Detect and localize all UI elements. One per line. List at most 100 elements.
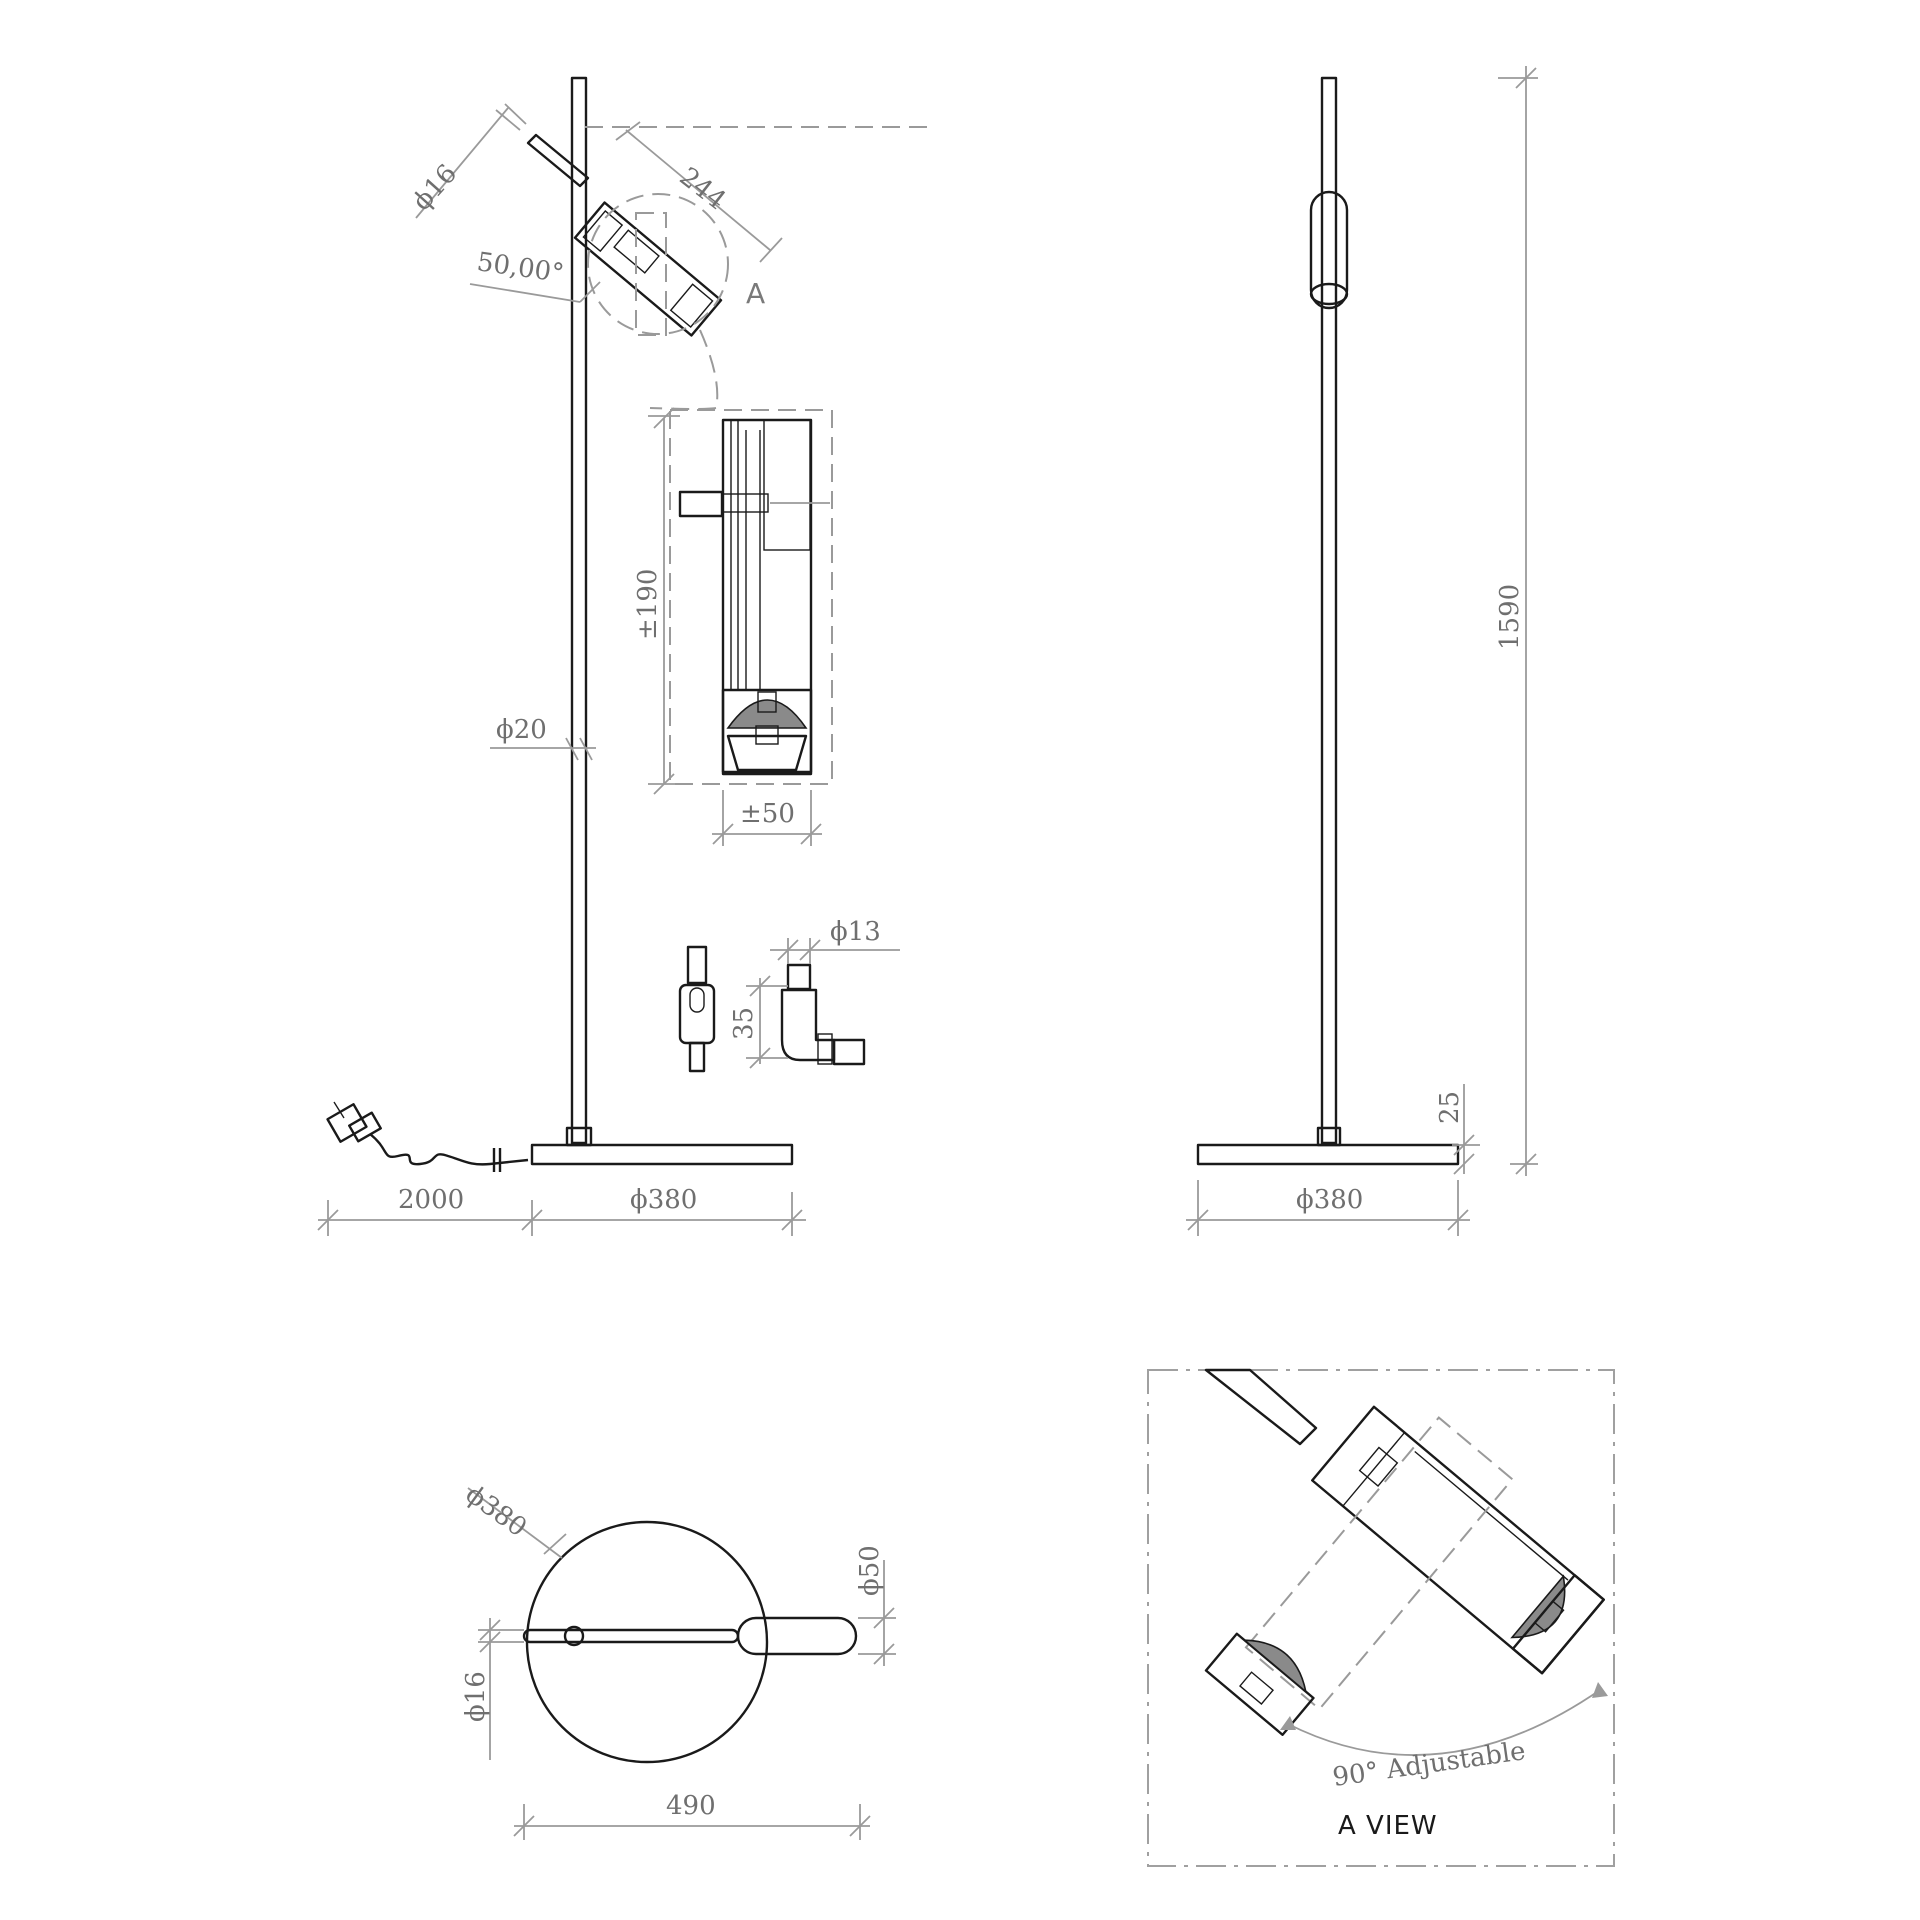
dim-text-base-top: ϕ380 [460, 1479, 532, 1543]
front-lamp-head [573, 201, 723, 337]
dim-tick [317, 1209, 339, 1231]
side-stem [1320, 76, 1338, 1145]
dim-tick [521, 1209, 543, 1231]
dim-tick [615, 121, 641, 141]
dim-text-stem-diameter: ϕ20 [496, 715, 547, 745]
dim-tick [777, 939, 799, 961]
dim-tick [1447, 1209, 1469, 1231]
a-view-head-lower [1244, 1416, 1514, 1711]
dim-text-cable-length: 2000 [398, 1185, 464, 1215]
detail-frame [669, 409, 833, 785]
dim-text-joint-height: 35 [729, 1007, 759, 1040]
power-plug-icon [326, 1101, 382, 1143]
front-base-plate [530, 1143, 794, 1166]
dim-line-angle-ref [579, 281, 601, 303]
dim-text-tube-diameter: ϕ16 [407, 159, 463, 217]
dim-text-head-diameter: ϕ50 [855, 1545, 885, 1596]
dim-tick [712, 823, 734, 845]
side-base-plate [1196, 1143, 1460, 1166]
joint-elbow-thread [786, 963, 812, 991]
detail-head: ±190 ±50 [633, 407, 833, 846]
dim-tick [873, 1607, 895, 1629]
joint-elbow-pin [832, 1038, 866, 1066]
a-view: 90° Adjustable A VIEW [1147, 1368, 1615, 1867]
dim-line-angle [469, 283, 581, 303]
dim-tick [543, 1533, 567, 1555]
dim-tick [749, 975, 771, 997]
dim-tick [849, 1815, 871, 1837]
dim-tick [495, 109, 521, 131]
front-lamp-head-ghost [635, 212, 667, 336]
dim-tick [1453, 1153, 1475, 1175]
dim-tick [1187, 1209, 1209, 1231]
dim-tick [781, 1209, 803, 1231]
a-view-adjust-arc [1287, 1689, 1601, 1756]
arrow-left-icon [1280, 1716, 1296, 1730]
a-view-frame [1147, 1369, 1615, 1867]
dim-text-base-front: ϕ380 [630, 1185, 697, 1215]
dim-tick [749, 1047, 771, 1069]
dim-tick [653, 407, 675, 429]
front-arm-rod [526, 133, 590, 188]
dim-tick [565, 737, 579, 761]
dim-tick [759, 237, 783, 263]
detail-circle-a [587, 193, 729, 335]
a-view-adjust-note: 90° Adjustable [1331, 1736, 1528, 1793]
detail-reflector [726, 699, 808, 729]
a-view-arm-rod [1204, 1368, 1318, 1446]
side-lamp-lens [1309, 282, 1349, 306]
dim-tick [504, 103, 527, 125]
dim-tick [579, 737, 593, 761]
dim-text-travel-horizontal: ±50 [740, 799, 795, 829]
dim-text-head-length: 244 [674, 162, 732, 216]
side-lamp-head [1309, 190, 1349, 310]
dim-tick [513, 1815, 535, 1837]
dim-tick [653, 773, 675, 795]
top-arm-tube [522, 1628, 740, 1644]
detail-mount-bolt [678, 490, 724, 518]
top-lamp-head [736, 1616, 858, 1656]
detail-mount-shaft [721, 493, 769, 513]
joint-straight-thread [686, 945, 708, 985]
dim-text-angle: 50,00° [475, 247, 566, 289]
dim-text-arm-tube: ϕ16 [461, 1671, 491, 1722]
dim-line-base-top [467, 1487, 563, 1559]
dim-text-base-height: 25 [1435, 1091, 1465, 1124]
dim-tick [873, 1643, 895, 1665]
detail-marker-label: A [746, 277, 765, 310]
dim-tick [800, 823, 822, 845]
top-view: ϕ380 ϕ16 ϕ50 490 [460, 1479, 896, 1840]
joint-straight-slot [689, 987, 705, 1013]
a-view-title: A VIEW [1338, 1811, 1438, 1841]
dim-text-joint-diameter: ϕ13 [830, 917, 881, 947]
dim-tick [1515, 1153, 1537, 1175]
dim-tick [1453, 1134, 1475, 1156]
joint-straight-body [678, 983, 716, 1045]
dim-tick [1515, 67, 1537, 89]
dim-tick [799, 939, 821, 961]
top-stem-joint [563, 1625, 585, 1647]
dim-text-travel-vertical: ±190 [633, 569, 663, 640]
dim-text-total-height: 1590 [1495, 584, 1525, 650]
dim-text-overall-reach: 490 [666, 1791, 716, 1821]
dim-text-base-side: ϕ380 [1296, 1185, 1363, 1215]
side-view: 1590 25 ϕ380 [1186, 66, 1538, 1236]
detail-led [757, 691, 777, 713]
a-view-head-lower-end [1204, 1632, 1315, 1736]
front-view: A 244 ϕ16 50,00° ϕ20 [317, 76, 935, 1236]
joint-detail: ϕ13 35 [678, 917, 900, 1073]
joint-elbow-nut [817, 1033, 833, 1065]
joint-straight-pin [688, 1041, 706, 1073]
detail-head-driver [763, 419, 811, 551]
dim-line-tube-diameter [415, 107, 509, 219]
dim-tick [479, 1631, 501, 1653]
detail-leader [649, 329, 719, 410]
front-stem [570, 76, 588, 1145]
dim-tick [479, 1619, 501, 1641]
dim-line-head-length [625, 129, 771, 251]
detail-lens [726, 734, 808, 772]
a-view-head-upper [1311, 1405, 1605, 1675]
power-cable [369, 1133, 529, 1166]
joint-elbow-body [780, 988, 836, 1062]
